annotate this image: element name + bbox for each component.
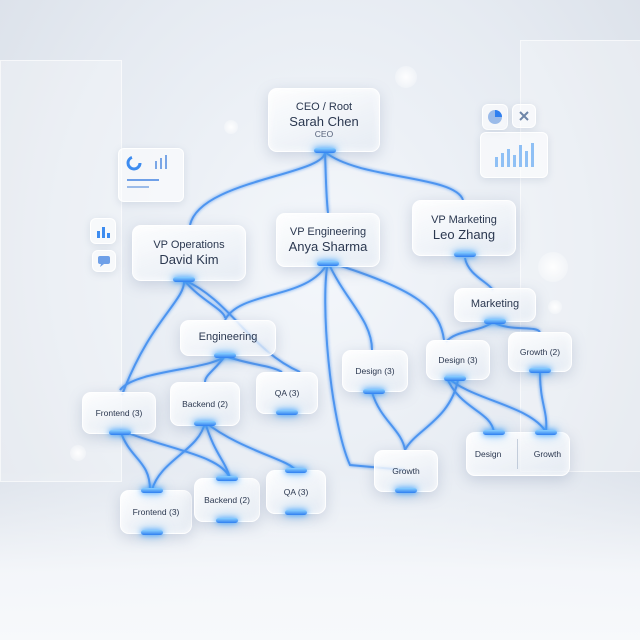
connector-port <box>141 530 163 535</box>
node-frontend-bottom[interactable]: Frontend (3) <box>120 490 192 534</box>
backend-bottom-label: Backend (2) <box>204 494 250 505</box>
growth-right-label: Growth (2) <box>519 346 561 357</box>
connector-port <box>214 353 236 358</box>
connector-port <box>173 277 195 282</box>
connector-port <box>535 430 557 435</box>
node-design-right[interactable]: Design (3) <box>426 340 490 380</box>
qa-row2-label: QA (3) <box>274 387 300 398</box>
connector-port <box>276 410 298 415</box>
backend-row2-label: Backend (2) <box>182 398 228 409</box>
node-backend-row2[interactable]: Backend (2) <box>170 382 240 426</box>
light-orb <box>224 120 238 134</box>
node-backend-bottom[interactable]: Backend (2) <box>194 478 260 522</box>
connector-port <box>483 430 505 435</box>
message-icon <box>92 250 116 272</box>
connector-port <box>194 421 216 426</box>
pair-divider <box>517 439 519 469</box>
pie-chart-icon <box>482 104 508 130</box>
engineering-label: Engineering <box>198 331 258 344</box>
connector-port <box>529 368 551 373</box>
node-qa-row2[interactable]: QA (3) <box>256 372 318 414</box>
frontend-bottom-label: Frontend (3) <box>132 506 180 517</box>
connector-port <box>216 476 238 481</box>
ceo-title: CEO <box>314 129 334 140</box>
marketing-label: Marketing <box>470 298 520 311</box>
pair-design-label: Design <box>474 448 502 459</box>
node-vp-marketing[interactable]: VP Marketing Leo Zhang <box>412 200 516 256</box>
connector-port <box>216 518 238 523</box>
qa-bottom-label: QA (3) <box>283 486 309 497</box>
vp-ops-role: VP Operations <box>153 238 225 251</box>
growth-mid-label: Growth <box>392 465 420 476</box>
vp-ops-name: David Kim <box>159 251 219 267</box>
bar-chart-icon <box>90 218 116 244</box>
node-design-growth-pair[interactable]: Design Growth <box>466 432 570 476</box>
node-qa-bottom[interactable]: QA (3) <box>266 470 326 514</box>
light-orb <box>548 300 562 314</box>
light-orb <box>538 252 568 282</box>
node-frontend-row2[interactable]: Frontend (3) <box>82 392 156 434</box>
ceo-name: Sarah Chen <box>289 113 359 129</box>
line-chart-icon <box>480 132 548 178</box>
ceo-role: CEO / Root <box>295 100 353 113</box>
vp-eng-name: Anya Sharma <box>288 238 368 254</box>
light-orb <box>70 445 86 461</box>
node-ceo[interactable]: CEO / Root Sarah Chen CEO <box>268 88 380 152</box>
connector-port <box>285 468 307 473</box>
connector-port <box>444 376 466 381</box>
background-wall-right <box>520 40 640 472</box>
vp-mkt-role: VP Marketing <box>431 213 497 226</box>
vp-eng-role: VP Engineering <box>289 225 367 238</box>
node-marketing[interactable]: Marketing <box>454 288 536 322</box>
node-vp-engineering[interactable]: VP Engineering Anya Sharma <box>276 213 380 267</box>
pair-growth-label: Growth <box>533 448 562 459</box>
connector-port <box>454 252 476 257</box>
node-design-mid[interactable]: Design (3) <box>342 350 408 392</box>
connector-port <box>285 510 307 515</box>
vp-mkt-name: Leo Zhang <box>432 226 496 242</box>
close-icon <box>512 104 536 128</box>
donut-chart-icon <box>118 148 184 202</box>
node-vp-operations[interactable]: VP Operations David Kim <box>132 225 246 281</box>
connector-port <box>363 389 385 394</box>
design-right-label: Design (3) <box>438 354 478 365</box>
node-growth-right[interactable]: Growth (2) <box>508 332 572 372</box>
connector-port <box>317 261 339 266</box>
connector-port <box>109 430 131 435</box>
node-engineering[interactable]: Engineering <box>180 320 276 356</box>
connector-port <box>395 488 417 493</box>
connector-port <box>141 488 163 493</box>
design-mid-label: Design (3) <box>355 365 395 376</box>
light-orb <box>395 66 417 88</box>
connector-port <box>314 148 336 153</box>
node-growth-mid[interactable]: Growth <box>374 450 438 492</box>
connector-port <box>484 319 506 324</box>
frontend-row2-label: Frontend (3) <box>95 407 143 418</box>
